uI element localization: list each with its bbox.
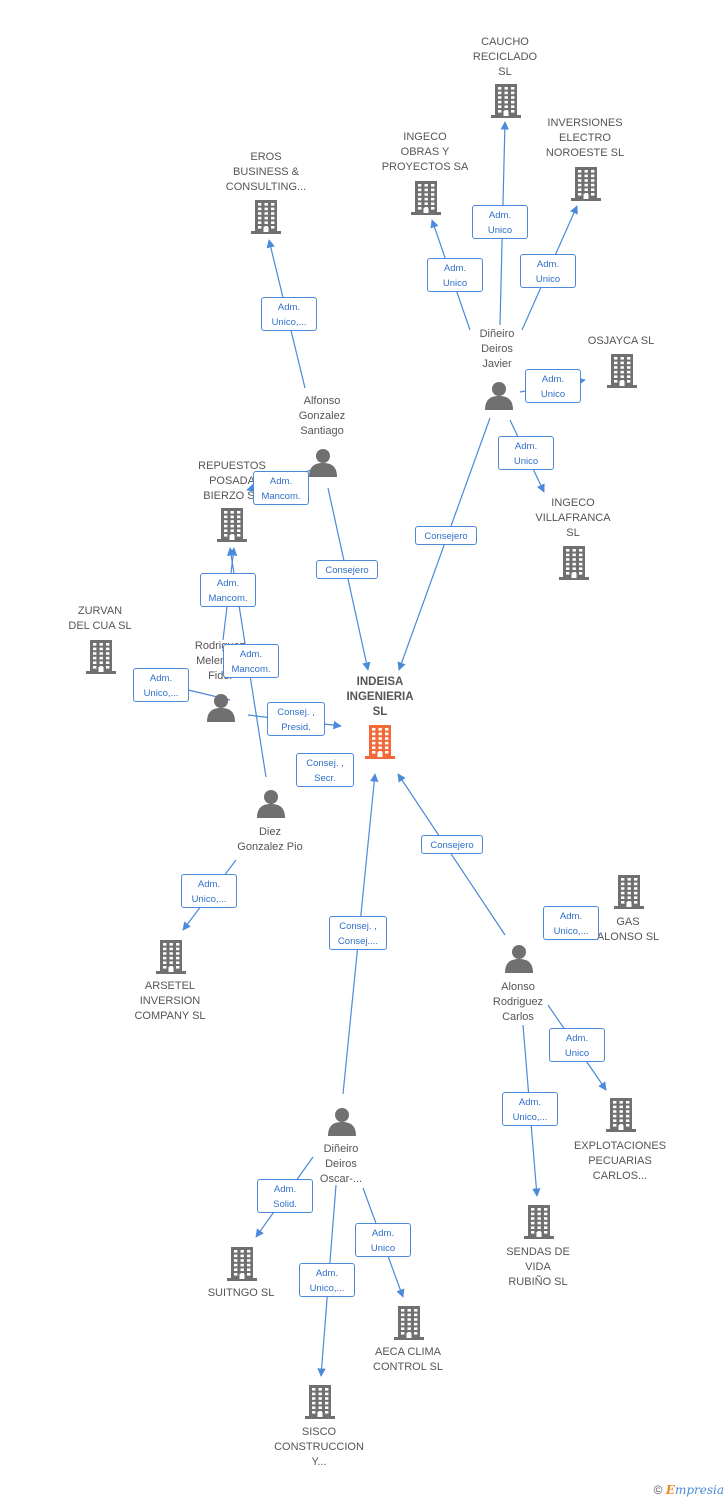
person-icon bbox=[207, 694, 235, 722]
node-label[interactable]: Diñeiro Deiros Oscar-... bbox=[319, 1143, 363, 1185]
node-label[interactable]: Alonso Rodriguez Carlos bbox=[492, 981, 544, 1023]
edge-label[interactable]: Adm. Unico bbox=[498, 436, 554, 470]
footer: © Empresia bbox=[654, 1483, 724, 1497]
node-label[interactable]: GAS ALONSO SL bbox=[596, 916, 660, 943]
edge-label[interactable]: Adm. Unico bbox=[520, 254, 576, 288]
edge-label[interactable]: Adm. Unico bbox=[355, 1223, 411, 1257]
node-label[interactable]: INDEISA INGENIERIA SL bbox=[346, 676, 414, 718]
edge-line-alfonso-to-indeisa bbox=[327, 487, 371, 671]
node-label[interactable]: AECA CLIMA CONTROL SL bbox=[373, 1346, 443, 1373]
edge-label[interactable]: Adm. Unico bbox=[549, 1028, 605, 1062]
edge-label[interactable]: Adm. Mancom. bbox=[223, 644, 279, 678]
building-icon bbox=[606, 1098, 636, 1132]
copyright-mark: © bbox=[653, 1483, 663, 1497]
node-icon[interactable] bbox=[604, 1096, 638, 1139]
node-icon[interactable] bbox=[504, 943, 534, 978]
edge-label[interactable]: Adm. Mancom. bbox=[253, 471, 309, 505]
building-icon bbox=[411, 181, 441, 215]
node-icon[interactable] bbox=[522, 1203, 556, 1246]
node-icon[interactable] bbox=[249, 198, 283, 241]
node-label[interactable]: ARSETEL INVERSION COMPANY SL bbox=[134, 980, 206, 1022]
node-label[interactable]: Alfonso Gonzalez Santiago bbox=[298, 395, 346, 437]
node-icon[interactable] bbox=[392, 1304, 426, 1347]
edge-label[interactable]: Adm. Unico bbox=[525, 369, 581, 403]
building-icon bbox=[571, 167, 601, 201]
node-label[interactable]: INVERSIONES ELECTRO NOROESTE SL bbox=[545, 117, 625, 159]
edge-label[interactable]: Consej. , Secr. bbox=[296, 753, 354, 787]
edge-label[interactable]: Adm. Unico,... bbox=[299, 1263, 355, 1297]
node-label[interactable]: INGECO VILLAFRANCA SL bbox=[535, 497, 611, 539]
building-icon bbox=[607, 354, 637, 388]
edge-label[interactable]: Adm. Unico,... bbox=[543, 906, 599, 940]
building-icon bbox=[305, 1385, 335, 1419]
node-icon[interactable] bbox=[303, 1383, 337, 1426]
brand-initial: E bbox=[665, 1483, 675, 1497]
edge-label[interactable]: Consejero bbox=[415, 525, 477, 545]
building-icon bbox=[491, 84, 521, 118]
edge-label[interactable]: Adm. Mancom. bbox=[200, 573, 256, 607]
person-icon bbox=[257, 790, 285, 818]
node-icon[interactable] bbox=[308, 447, 338, 482]
node-icon[interactable] bbox=[569, 165, 603, 208]
node-icon[interactable] bbox=[489, 82, 523, 125]
building-icon bbox=[559, 546, 589, 580]
building-icon bbox=[156, 940, 186, 974]
brand-name: mpresia bbox=[674, 1483, 724, 1497]
node-icon[interactable] bbox=[256, 788, 286, 823]
edge-label[interactable]: Consej. , Consej.... bbox=[329, 916, 387, 950]
node-icon[interactable] bbox=[409, 179, 443, 222]
edge-label[interactable]: Adm. Unico,... bbox=[261, 297, 317, 331]
node-label[interactable]: Diñeiro Deiros Javier bbox=[479, 328, 515, 370]
node-label[interactable]: EROS BUSINESS & CONSULTING... bbox=[225, 151, 307, 193]
node-icon[interactable] bbox=[327, 1106, 357, 1141]
building-icon bbox=[217, 508, 247, 542]
node-icon[interactable] bbox=[154, 938, 188, 981]
node-label[interactable]: CAUCHO RECICLADO SL bbox=[472, 36, 538, 78]
node-icon[interactable] bbox=[225, 1245, 259, 1288]
person-icon bbox=[309, 449, 337, 477]
node-icon[interactable] bbox=[206, 692, 236, 727]
building-icon bbox=[524, 1205, 554, 1239]
person-icon bbox=[485, 382, 513, 410]
node-label[interactable]: SISCO CONSTRUCCION Y... bbox=[274, 1426, 364, 1468]
person-icon bbox=[328, 1108, 356, 1136]
edge-label[interactable]: Adm. Unico bbox=[427, 258, 483, 292]
edge-label[interactable]: Adm. Unico,... bbox=[133, 668, 189, 702]
node-label[interactable]: Diez Gonzalez Pio bbox=[237, 826, 303, 853]
node-label[interactable]: EXPLOTACIONES PECUARIAS CARLOS... bbox=[573, 1140, 667, 1182]
building-icon bbox=[614, 875, 644, 909]
building-icon bbox=[86, 640, 116, 674]
node-icon[interactable] bbox=[363, 723, 397, 766]
edge-label[interactable]: Consejero bbox=[421, 834, 483, 854]
edge-line-alonso-to-indeisa bbox=[397, 773, 506, 936]
node-label[interactable]: INGECO OBRAS Y PROYECTOS SA bbox=[381, 131, 469, 173]
node-icon[interactable] bbox=[484, 380, 514, 415]
node-icon[interactable] bbox=[557, 544, 591, 587]
node-icon[interactable] bbox=[605, 352, 639, 395]
edge-label[interactable]: Adm. Unico,... bbox=[181, 874, 237, 908]
edge-label[interactable]: Adm. Solid. bbox=[257, 1179, 313, 1213]
node-label[interactable]: OSJAYCA SL bbox=[587, 335, 655, 347]
node-icon[interactable] bbox=[612, 873, 646, 916]
building-icon bbox=[251, 200, 281, 234]
node-icon[interactable] bbox=[84, 638, 118, 681]
edge-label[interactable]: Adm. Unico,... bbox=[502, 1092, 558, 1126]
node-label[interactable]: ZURVAN DEL CUA SL bbox=[68, 605, 132, 632]
building-icon bbox=[365, 725, 395, 759]
building-icon bbox=[227, 1247, 257, 1281]
edge-label[interactable]: Adm. Unico bbox=[472, 205, 528, 239]
node-label[interactable]: SUITNGO SL bbox=[207, 1287, 275, 1299]
node-label[interactable]: SENDAS DE VIDA RUBIÑO SL bbox=[506, 1246, 570, 1288]
edge-label[interactable]: Consejero bbox=[316, 559, 378, 579]
node-icon[interactable] bbox=[215, 506, 249, 549]
building-icon bbox=[394, 1306, 424, 1340]
edge-label[interactable]: Consej. , Presid. bbox=[267, 702, 325, 736]
person-icon bbox=[505, 945, 533, 973]
